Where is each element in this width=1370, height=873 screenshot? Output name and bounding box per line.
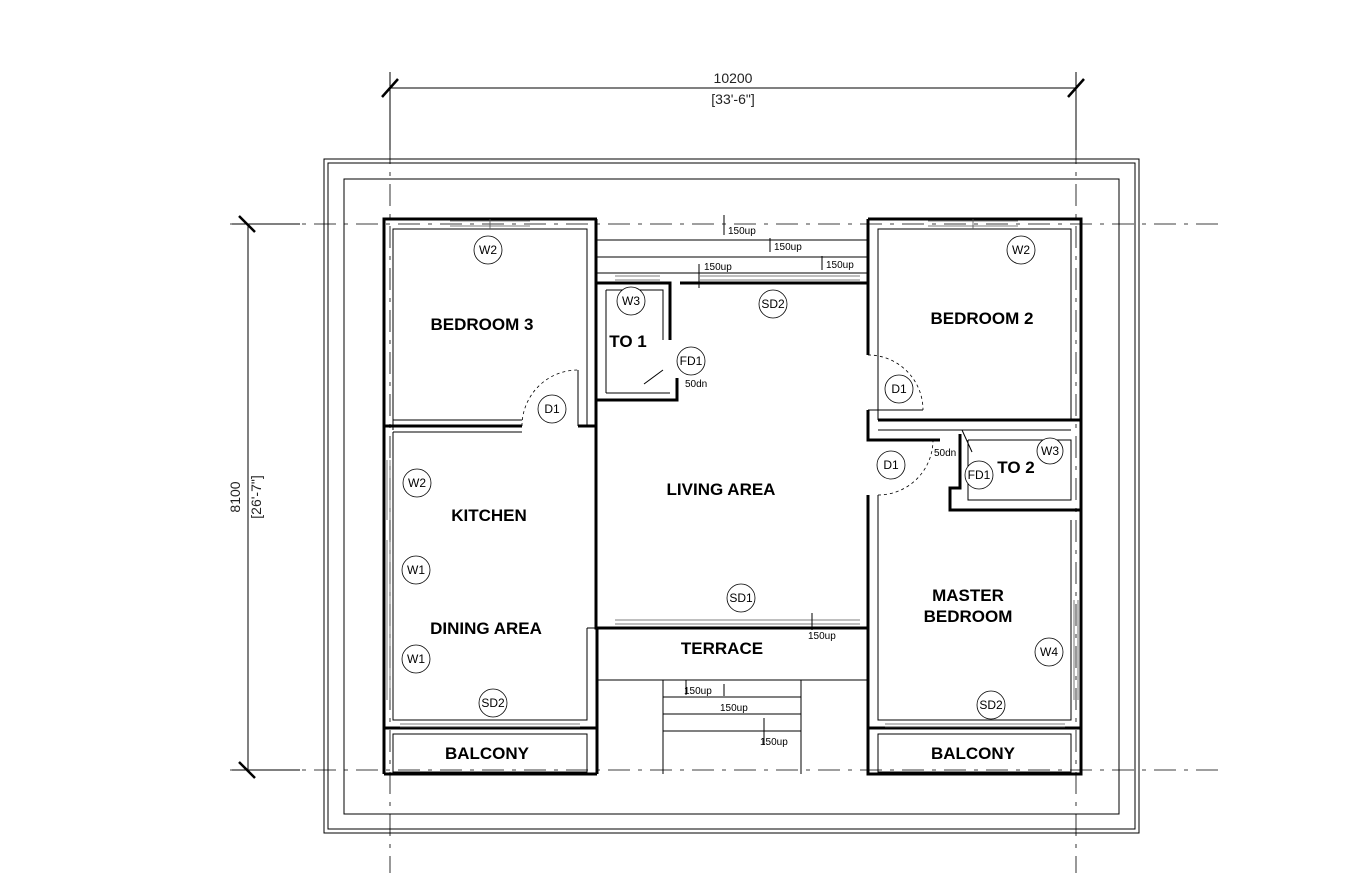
level-markers: 150up 150up 150up 150up 50dn 50dn 150up … xyxy=(684,215,956,748)
tag-sd2-back: SD2 xyxy=(758,289,788,319)
svg-text:W2: W2 xyxy=(479,243,497,257)
room-living-area: LIVING AREA xyxy=(667,480,776,499)
level-down-toilet1: 50dn xyxy=(685,379,707,390)
level-up-1: 150up xyxy=(728,226,756,237)
tag-w2-bedroom2: W2 xyxy=(1006,235,1036,265)
tag-w4-master: W4 xyxy=(1034,637,1064,667)
terrace-steps xyxy=(597,239,868,774)
room-terrace: TERRACE xyxy=(681,639,763,658)
level-up-step-1: 150up xyxy=(684,686,712,697)
tag-fd1-toilet1: FD1 xyxy=(676,346,706,376)
room-toilet-1: TO 1 xyxy=(609,332,646,351)
openings xyxy=(386,219,1079,728)
door-swings xyxy=(521,354,973,496)
room-kitchen: KITCHEN xyxy=(451,506,527,525)
svg-text:W4: W4 xyxy=(1040,645,1058,659)
svg-text:SD2: SD2 xyxy=(979,698,1003,712)
tag-sd1-terrace: SD1 xyxy=(726,583,756,613)
svg-text:FD1: FD1 xyxy=(968,468,991,482)
room-dining-area: DINING AREA xyxy=(430,619,542,638)
room-master-bedroom-line2: BEDROOM xyxy=(924,607,1013,626)
svg-text:W3: W3 xyxy=(1041,444,1059,458)
tag-w3-toilet1: W3 xyxy=(616,286,646,316)
svg-text:SD2: SD2 xyxy=(761,297,785,311)
dimension-depth: 8100 [26'-7"] xyxy=(227,215,300,779)
svg-text:W1: W1 xyxy=(407,652,425,666)
svg-text:W1: W1 xyxy=(407,563,425,577)
depth-ft-label: [26'-7"] xyxy=(248,475,264,518)
tag-w1-dining: W1 xyxy=(401,644,431,674)
room-balcony-left: BALCONY xyxy=(445,744,530,763)
tag-w2-kitchen: W2 xyxy=(402,468,432,498)
svg-text:FD1: FD1 xyxy=(680,354,703,368)
svg-text:D1: D1 xyxy=(883,458,899,472)
room-labels: BEDROOM 3 BEDROOM 2 TO 1 TO 2 LIVING ARE… xyxy=(430,309,1035,763)
room-master-bedroom-line1: MASTER xyxy=(932,586,1004,605)
level-up-3: 150up xyxy=(826,260,854,271)
svg-text:W2: W2 xyxy=(1012,243,1030,257)
room-toilet-2: TO 2 xyxy=(997,458,1034,477)
tag-w1-kitchen: W1 xyxy=(401,555,431,585)
svg-text:W3: W3 xyxy=(622,294,640,308)
tag-fd1-toilet2: FD1 xyxy=(964,460,994,490)
tag-d1-master: D1 xyxy=(876,450,906,480)
room-balcony-right: BALCONY xyxy=(931,744,1016,763)
level-up-step-3: 150up xyxy=(760,737,788,748)
level-up-step-2: 150up xyxy=(720,703,748,714)
depth-mm-label: 8100 xyxy=(227,481,243,512)
room-bedroom-3: BEDROOM 3 xyxy=(431,315,534,334)
level-up-4: 150up xyxy=(704,262,732,273)
svg-text:SD2: SD2 xyxy=(481,696,505,710)
tag-d1-bedroom2: D1 xyxy=(884,374,914,404)
dimension-width: 10200 [33'-6"] xyxy=(381,70,1085,150)
svg-text:D1: D1 xyxy=(544,402,560,416)
width-mm-label: 10200 xyxy=(714,70,753,86)
tag-sd2-master: SD2 xyxy=(976,690,1006,720)
tag-d1-bedroom3: D1 xyxy=(537,394,567,424)
opening-tags: W2 W2 W3 SD2 FD1 D1 D1 D1 W3 FD1 W2 W1 W… xyxy=(401,235,1064,720)
svg-text:SD1: SD1 xyxy=(729,591,753,605)
tag-sd2-dining: SD2 xyxy=(478,688,508,718)
tag-w3-toilet2: W3 xyxy=(1036,437,1064,465)
roof-outline xyxy=(323,158,1140,834)
svg-text:W2: W2 xyxy=(408,476,426,490)
level-down-toilet2: 50dn xyxy=(934,448,956,459)
level-up-2: 150up xyxy=(774,242,802,253)
level-up-terrace: 150up xyxy=(808,631,836,642)
tag-w2-bedroom3: W2 xyxy=(473,235,503,265)
room-bedroom-2: BEDROOM 2 xyxy=(931,309,1034,328)
svg-text:D1: D1 xyxy=(891,382,907,396)
width-ft-label: [33'-6"] xyxy=(711,91,754,107)
